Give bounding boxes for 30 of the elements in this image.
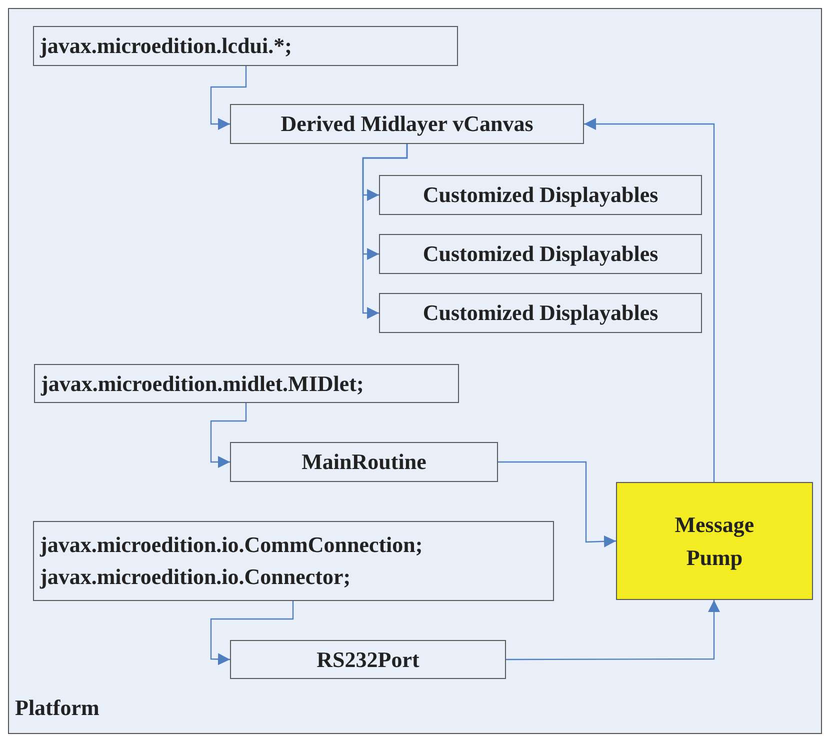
box-label: Customized Displayables [422,299,658,328]
process-box [33,521,554,601]
connector-arrow [506,600,720,660]
connector-arrow [210,66,247,130]
process-box [379,175,702,215]
box-label: Message Pump [674,511,756,572]
box-label: javax.microedition.midlet.MIDlet; [41,370,364,398]
box-label: Derived Midlayer vCanvas [280,110,534,138]
box-label: Customized Displayables [422,181,658,210]
highlighted-process-box [616,482,813,600]
process-box [379,293,702,333]
connector-arrow [498,461,616,548]
connector-arrow [584,118,715,482]
process-box [33,26,458,66]
box-label: MainRoutine [302,448,426,476]
connector-arrow [210,403,247,468]
box-label: javax.microedition.lcdui.*; [40,32,292,60]
process-box [230,442,498,482]
box-label: javax.microedition.io.Connector; [40,563,351,591]
box-label: RS232Port [316,646,420,674]
platform-frame [8,8,822,734]
connector-arrow [362,144,408,319]
process-box [230,640,506,679]
process-box [34,364,459,403]
box-label: javax.microedition.io.CommConnection; [40,531,423,560]
platform-label: Platform [15,695,100,721]
process-box [230,104,584,144]
connector-arrow [210,601,294,666]
process-box [379,234,702,274]
box-label: Customized Displayables [422,240,658,268]
